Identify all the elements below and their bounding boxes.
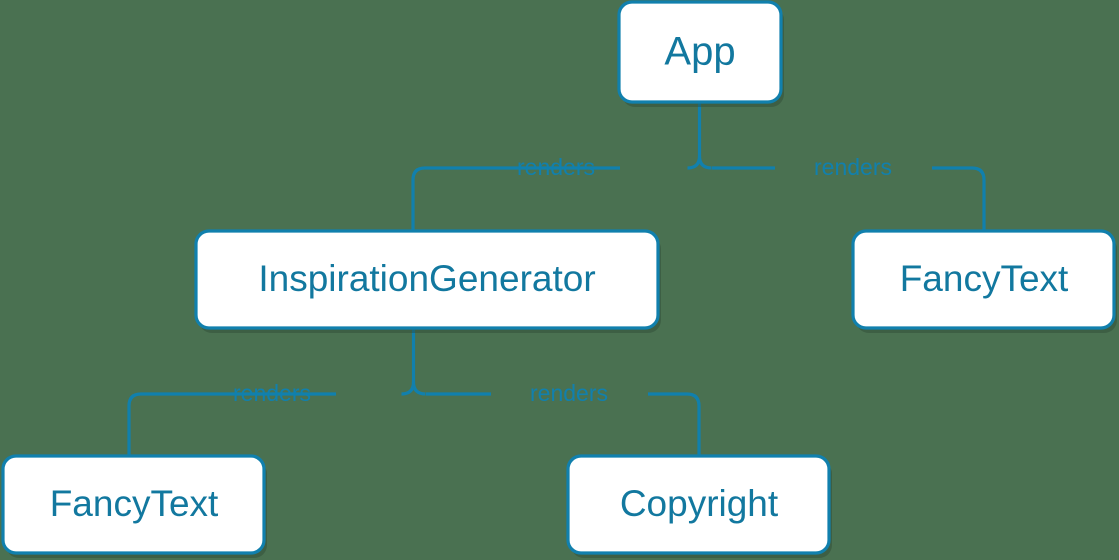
edge-label-app-to-inspiration-generator: renders [517,154,595,180]
edge-label-group: renders renders renders renders [233,154,892,406]
edge-inspiration-to-copyright [411,381,687,396]
node-inspiration-generator-box[interactable] [194,229,660,330]
node-copyright[interactable]: Copyright [566,454,832,558]
node-fancytext-right[interactable]: FancyText [851,229,1117,333]
node-copyright-box[interactable] [566,454,831,555]
node-inspiration-generator-label: InspirationGenerator [258,258,595,299]
edge-app-to-inspiration-generator-elbow [411,166,426,231]
edge-label-inspiration-to-copyright: renders [530,380,608,406]
node-app-label: App [664,30,735,74]
node-app[interactable]: App [617,0,784,107]
edge-app-trunk [687,102,702,170]
node-inspiration-generator[interactable]: InspirationGenerator [194,229,661,333]
edge-app-trunk-right [697,155,972,170]
edge-group [127,102,986,456]
node-fancytext-right-box[interactable] [851,229,1116,330]
edge-app-to-fancytext-right-elbow [971,166,986,231]
node-copyright-label: Copyright [620,483,779,524]
node-fancytext-bottom-left-box[interactable] [1,454,266,555]
node-fancytext-bottom-left[interactable]: FancyText [1,454,267,558]
edge-inspiration-to-copyright-elbow [686,392,701,456]
edge-label-app-to-fancytext-right: renders [814,154,892,180]
node-app-box[interactable] [617,0,783,104]
edge-inspiration-to-fancytext-elbow [127,392,142,456]
node-fancytext-right-label: FancyText [900,258,1069,299]
edge-inspiration-trunk [401,328,416,396]
node-fancytext-bottom-left-label: FancyText [50,483,219,524]
edge-label-inspiration-to-fancytext: renders [233,380,311,406]
